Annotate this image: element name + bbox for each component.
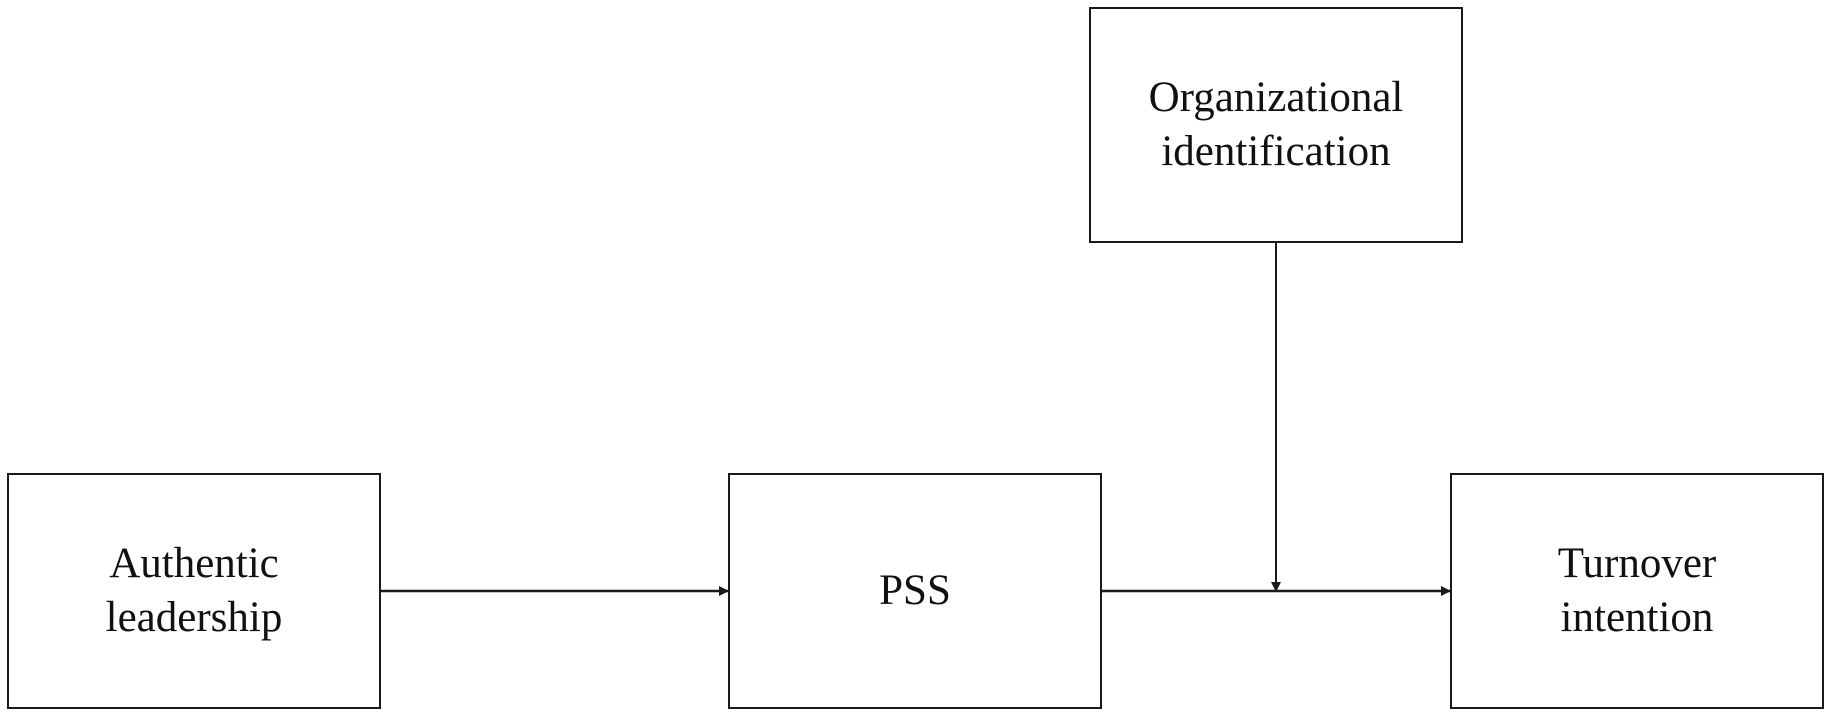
node-pss: PSS (728, 473, 1102, 709)
node-turnover-intention: Turnover intention (1450, 473, 1824, 709)
node-organizational-identification-label: Organizational identification (1148, 74, 1404, 175)
node-authentic-leadership: Authentic leadership (7, 473, 381, 709)
node-organizational-identification: Organizational identification (1089, 7, 1463, 243)
node-turnover-intention-label: Turnover intention (1557, 540, 1717, 641)
node-pss-label: PSS (879, 567, 951, 614)
node-authentic-leadership-label: Authentic leadership (105, 540, 283, 641)
